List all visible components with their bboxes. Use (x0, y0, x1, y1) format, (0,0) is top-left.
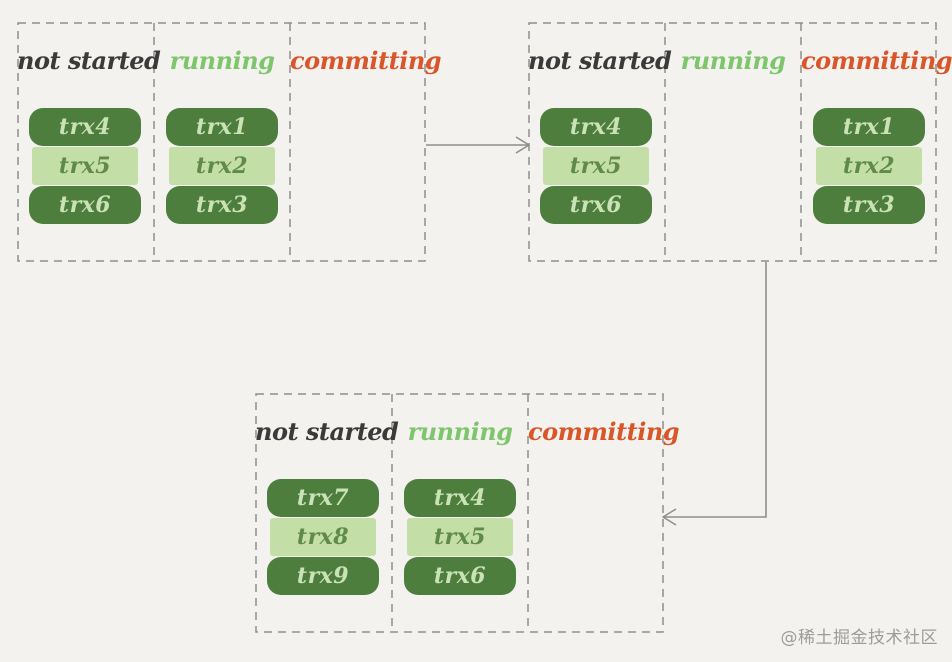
trx-pill: trx1 (813, 108, 925, 146)
trx-pill: trx3 (166, 186, 278, 224)
column-label-running: running (680, 46, 786, 75)
column-label-not-started: not started (255, 417, 399, 446)
trx-pill: trx6 (404, 557, 516, 595)
state-group-3: not started trx7 trx8 trx9 running trx4 … (255, 393, 680, 633)
trx-pill: trx5 (543, 147, 649, 185)
state-group-2: not started trx4 trx5 trx6 running commi… (528, 22, 952, 262)
column-committing: committing (290, 22, 442, 262)
trx-pill: trx4 (540, 108, 652, 146)
trx-pill: trx6 (29, 186, 141, 224)
arrow-group1-to-group2 (426, 136, 530, 154)
column-label-running: running (407, 417, 513, 446)
trx-stack: trx1 trx2 trx3 (166, 108, 278, 225)
group-3-border (255, 393, 664, 633)
group-1-border (17, 22, 426, 262)
column-label-committing: committing (290, 46, 442, 75)
trx-stack: trx7 trx8 trx9 (267, 479, 379, 596)
trx-pill: trx2 (816, 147, 922, 185)
trx-stack: trx4 trx5 trx6 (404, 479, 516, 596)
trx-pill: trx4 (29, 108, 141, 146)
column-label-not-started: not started (528, 46, 672, 75)
state-group-1: not started trx4 trx5 trx6 running trx1 … (17, 22, 442, 262)
column-label-running: running (169, 46, 275, 75)
column-not-started: not started trx4 trx5 trx6 (17, 22, 161, 262)
trx-pill: trx2 (169, 147, 275, 185)
column-not-started: not started trx7 trx8 trx9 (255, 393, 399, 633)
trx-stack: trx4 trx5 trx6 (29, 108, 141, 225)
column-running: running trx4 trx5 trx6 (392, 393, 528, 633)
column-label-committing: committing (528, 417, 680, 446)
column-running: running (665, 22, 801, 262)
column-committing: committing (528, 393, 680, 633)
column-running: running trx1 trx2 trx3 (154, 22, 290, 262)
trx-pill: trx6 (540, 186, 652, 224)
arrow-group2-to-group3 (662, 262, 767, 526)
trx-pill: trx1 (166, 108, 278, 146)
column-label-not-started: not started (17, 46, 161, 75)
trx-pill: trx3 (813, 186, 925, 224)
column-label-committing: committing (801, 46, 952, 75)
trx-pill: trx4 (404, 479, 516, 517)
column-not-started: not started trx4 trx5 trx6 (528, 22, 672, 262)
group-2-border (528, 22, 937, 262)
trx-pill: trx5 (407, 518, 513, 556)
trx-pill: trx8 (270, 518, 376, 556)
column-committing: committing trx1 trx2 trx3 (801, 22, 952, 262)
trx-pill: trx5 (32, 147, 138, 185)
trx-stack: trx1 trx2 trx3 (813, 108, 925, 225)
trx-stack: trx4 trx5 trx6 (540, 108, 652, 225)
watermark: @稀土掘金技术社区 (780, 628, 938, 648)
trx-pill: trx7 (267, 479, 379, 517)
trx-pill: trx9 (267, 557, 379, 595)
